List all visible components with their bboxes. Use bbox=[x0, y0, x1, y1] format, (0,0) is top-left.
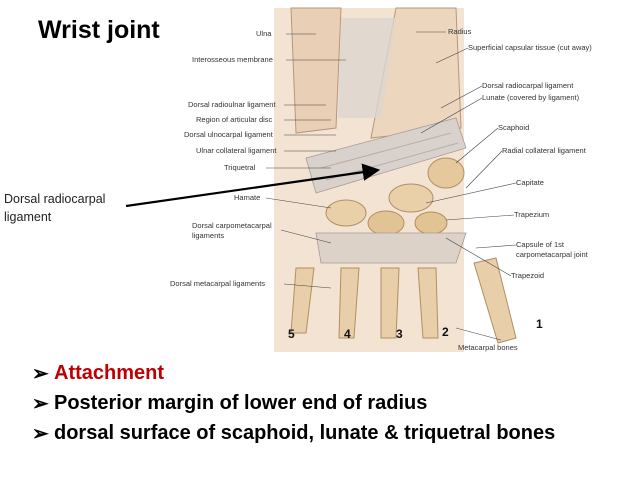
label-region-articular-disc: Region of articular disc bbox=[196, 115, 273, 124]
bullet-list: ➢ Attachment ➢ Posterior margin of lower… bbox=[32, 358, 555, 448]
label-dorsal-cmc-ligaments: ligaments bbox=[192, 231, 224, 240]
bullet-item-attachment: ➢ Attachment bbox=[32, 358, 555, 388]
callout-line-1: Dorsal radiocarpal bbox=[4, 192, 106, 206]
label-dorsal-radioulnar-ligament: Dorsal radioulnar ligament bbox=[188, 100, 276, 109]
metacarpal-number-1: 1 bbox=[536, 317, 543, 331]
callout-line-2: ligament bbox=[4, 210, 52, 224]
metacarpal-number-4: 4 bbox=[344, 327, 351, 341]
label-dorsal-radiocarpal-ligament: Dorsal radiocarpal ligament bbox=[482, 81, 574, 90]
label-interosseous-membrane: Interosseous membrane bbox=[192, 55, 273, 64]
metacarpal-number-2: 2 bbox=[442, 325, 449, 339]
bullet-text: Attachment bbox=[54, 361, 165, 384]
label-superficial-capsular-tissue: Superficial capsular tissue (cut away) bbox=[468, 43, 592, 52]
label-hamate: Hamate bbox=[234, 193, 260, 202]
label-cmc-joint: carpometacarpal joint bbox=[516, 250, 589, 259]
bullet-item-posterior-margin: ➢ Posterior margin of lower end of radiu… bbox=[32, 388, 555, 418]
label-ulna: Ulna bbox=[256, 29, 272, 38]
bullet-text: Posterior margin of lower end of radius bbox=[54, 391, 428, 414]
label-radius: Radius bbox=[448, 27, 472, 36]
callout-label: Dorsal radiocarpal ligament bbox=[4, 190, 105, 226]
label-lunate: Lunate (covered by ligament) bbox=[482, 93, 580, 102]
slide-title: Wrist joint bbox=[38, 16, 160, 44]
label-dorsal-ulnocarpal-ligament: Dorsal ulnocarpal ligament bbox=[184, 130, 274, 139]
arrow-bullet-icon: ➢ bbox=[32, 422, 49, 445]
label-trapezoid: Trapezoid bbox=[511, 271, 544, 280]
label-dorsal-cmc: Dorsal carpometacarpal bbox=[192, 221, 272, 230]
label-trapezium: Trapezium bbox=[514, 210, 549, 219]
wrist-anatomy-illustration: Ulna Interosseous membrane Dorsal radiou… bbox=[170, 7, 592, 352]
label-triquetral: Triquetral bbox=[224, 163, 256, 172]
arrow-bullet-icon: ➢ bbox=[32, 362, 49, 385]
label-scaphoid: Scaphoid bbox=[498, 123, 529, 132]
label-dorsal-metacarpal-ligaments: Dorsal metacarpal ligaments bbox=[170, 279, 265, 288]
label-ulnar-collateral-ligament: Ulnar collateral ligament bbox=[196, 146, 277, 155]
label-metacarpal-bones: Metacarpal bones bbox=[458, 343, 518, 352]
metacarpal-number-3: 3 bbox=[396, 327, 403, 341]
label-capitate: Capitate bbox=[516, 178, 544, 187]
metacarpal-number-5: 5 bbox=[288, 327, 295, 341]
bullet-text: dorsal surface of scaphoid, lunate & tri… bbox=[54, 421, 556, 444]
label-capsule-1st: Capsule of 1st bbox=[516, 240, 565, 249]
bullet-item-dorsal-surface: ➢ dorsal surface of scaphoid, lunate & t… bbox=[32, 418, 555, 448]
label-radial-collateral-ligament: Radial collateral ligament bbox=[502, 146, 587, 155]
arrow-bullet-icon: ➢ bbox=[32, 392, 49, 415]
